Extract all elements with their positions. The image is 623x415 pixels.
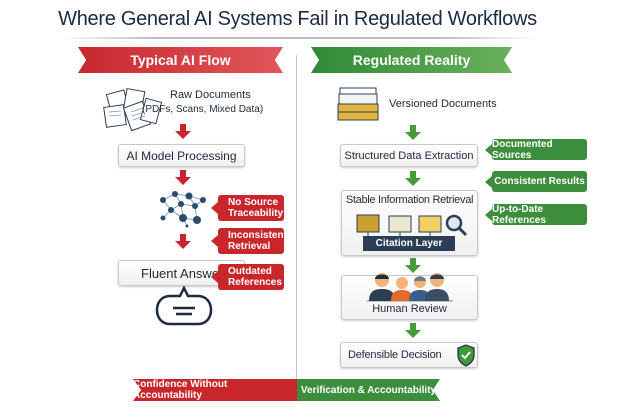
title-rule — [60, 37, 535, 39]
raw-documents-sublabel: (PDFs, Scans, Mixed Data) — [142, 104, 264, 115]
shield-check-icon — [457, 344, 475, 367]
down-arrow-icon — [175, 170, 191, 185]
raw-documents-icon — [103, 88, 163, 132]
benefit-tag: Consistent Results — [485, 171, 587, 192]
neural-network-icon — [160, 191, 206, 228]
speech-bubble-icon — [155, 286, 213, 326]
regulated-reality-banner: Regulated Reality — [311, 47, 512, 73]
down-arrow-icon — [405, 125, 421, 140]
down-arrow-icon — [405, 323, 421, 338]
reviewers-group-icon — [367, 273, 453, 302]
citation-layer-bar: Citation Layer — [363, 236, 455, 251]
typical-ai-flow-banner: Typical AI Flow — [78, 47, 283, 73]
structured-data-extraction-box: Structured Data Extraction — [340, 144, 478, 167]
footer-right-banner: Verification & Accountability — [297, 379, 440, 401]
versioned-documents-icon — [337, 87, 379, 121]
raw-documents-label: Raw Documents — [170, 89, 251, 101]
folders-search-icon — [356, 214, 468, 237]
down-arrow-icon — [175, 124, 191, 139]
ai-model-processing-box: AI Model Processing — [118, 144, 245, 167]
footer-left-banner: Confidence Without Accountability — [133, 379, 297, 401]
issue-tag: Inconsistent Retrieval — [211, 228, 287, 254]
defensible-decision-box: Defensible Decision — [340, 342, 478, 368]
human-review-label: Human Review — [372, 303, 447, 315]
page-title: Where General AI Systems Fail in Regulat… — [58, 8, 537, 30]
issue-tag: Outdated References — [211, 264, 284, 290]
benefit-tag: Up-to-Date References — [485, 204, 587, 226]
down-arrow-icon — [175, 234, 191, 249]
issue-tag: No Source Traceability — [211, 195, 284, 221]
stable-information-retrieval-label: Stable Information Retrieval — [345, 194, 474, 206]
benefit-tag: Documented Sources — [485, 139, 587, 161]
down-arrow-icon — [405, 258, 421, 273]
column-divider — [296, 55, 297, 395]
versioned-documents-label: Versioned Documents — [389, 98, 497, 110]
down-arrow-icon — [405, 171, 421, 186]
